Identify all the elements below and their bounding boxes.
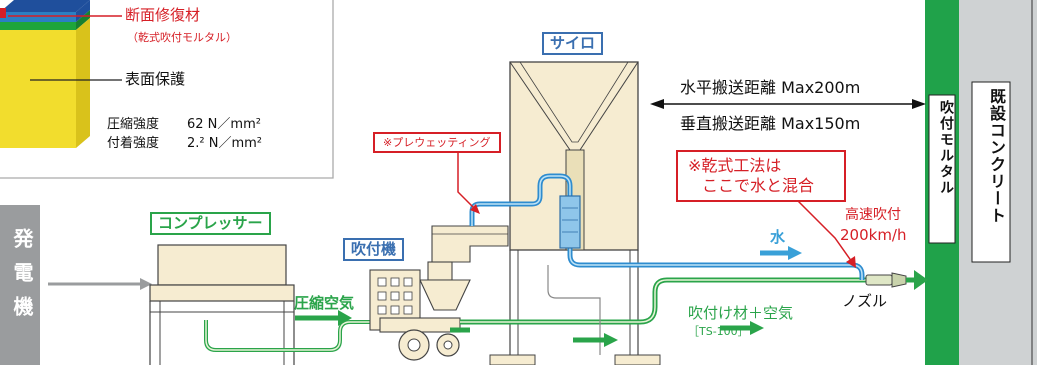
generator-box (0, 205, 40, 365)
mortar-label-box (928, 94, 956, 244)
spray-machine-body (369, 261, 471, 361)
compressor-label: コンプレッサー (150, 212, 271, 235)
horizontal-distance: 水平搬送距離 Max200m (680, 78, 861, 97)
compressive-strength-value: 62 N／mm² (187, 117, 261, 132)
spray-mortar-label: 吹付モルタル (938, 100, 954, 196)
existing-concrete-label: 既設コンクリート (987, 88, 1006, 224)
dry-method-note: ※乾式工法は ここで水と混合 (676, 150, 846, 202)
spray-arrow (914, 270, 928, 290)
product-code-label: ［TS-100］ (688, 325, 749, 338)
generator-label: 発電機 (10, 228, 34, 330)
water-label: 水 (770, 228, 786, 246)
high-speed-value: 200km/h (840, 226, 907, 244)
concrete-label-box (971, 81, 1011, 263)
adhesion-strength-label: 付着強度 (107, 136, 160, 151)
compressed-air-label: 圧縮空気 (294, 294, 355, 312)
flow-arrow-2 (750, 321, 764, 335)
high-speed-label: 高速吹付 (845, 207, 901, 223)
adhesion-strength-value: 2.² N／mm² (187, 136, 263, 151)
prewetting-note: ※プレウェッティング (373, 132, 501, 153)
layer-cross-section (0, 0, 90, 148)
water-tank (559, 195, 581, 249)
feed-chute (431, 225, 509, 263)
flow-arrow-1 (604, 333, 618, 347)
material-hose (460, 277, 870, 325)
dry-method-note-line1: ※乾式工法は (688, 156, 782, 175)
surface-protection-label: 表面保護 (125, 70, 186, 88)
vertical-distance: 垂直搬送距離 Max150m (680, 114, 861, 133)
dry-method-note-line2: ここで水と混合 (702, 176, 815, 195)
spray-material-label: 吹付け材＋空気 (688, 304, 794, 322)
spray-machine-label: 吹付機 (343, 238, 405, 261)
compressive-strength-label: 圧縮強度 (107, 117, 160, 132)
compressor-machine (149, 244, 295, 365)
repair-material-label: 断面修復材 (125, 6, 201, 24)
nozzle (865, 272, 907, 288)
repair-material-note: （乾式吹付モルタル） (127, 31, 237, 44)
legend-frame (0, 0, 334, 179)
nozzle-label: ノズル (842, 292, 888, 310)
air-hose (204, 320, 375, 352)
water-arrow (788, 246, 802, 260)
silo-label: サイロ (542, 32, 604, 55)
